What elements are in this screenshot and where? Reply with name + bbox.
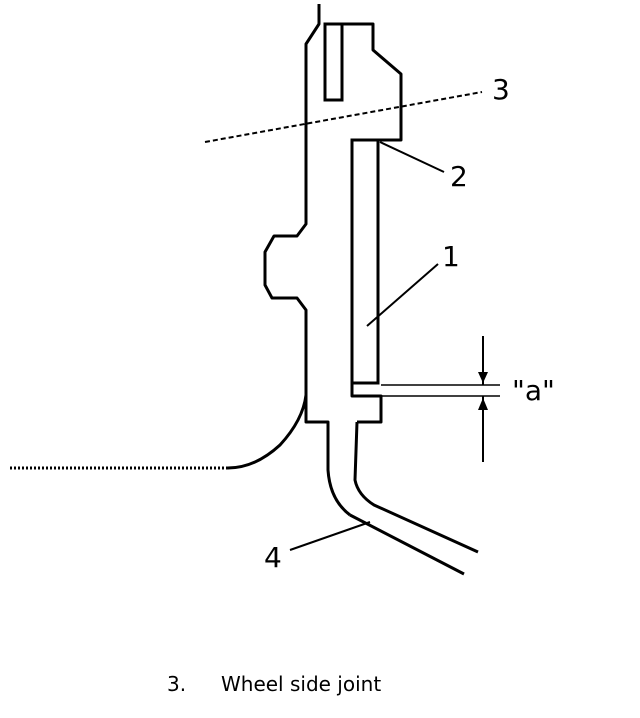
housing-right-shoulder [342,22,403,142]
callout-2: 2 [450,160,468,193]
leader-line-1 [366,263,439,327]
callout-4: 4 [264,541,282,574]
callout-1: 1 [442,240,460,273]
dimension-arrowhead-down [478,372,488,383]
part-4-boot-outer [349,513,465,576]
part-1-ring [350,138,380,385]
dimension-arrowhead-up [478,398,488,410]
caption-text: Wheel side joint [221,672,382,696]
leader-line-4 [289,521,371,551]
callout-a: "a" [512,374,555,407]
leader-line-3 [204,91,483,143]
figure-caption: 3. Wheel side joint [167,672,381,696]
leader-line-2 [379,141,445,173]
lower-groove [350,383,383,424]
callout-3: 3 [492,73,510,106]
housing-lower-left [304,395,351,517]
joint-housing-outline [227,4,321,470]
caption-number: 3. [167,672,187,696]
inner-upper-bracket [323,22,344,102]
part-4-boot-inner [353,421,479,554]
